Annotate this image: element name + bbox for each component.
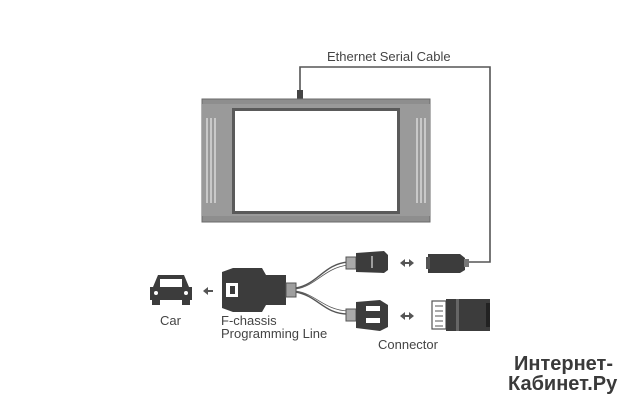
lower-connector-plug: [345, 300, 388, 331]
tablet-cable-port: [297, 90, 303, 100]
upper-connector-plug: [345, 251, 388, 273]
ethernet-cable: [299, 66, 491, 263]
rj45-plug-icon: [426, 254, 469, 273]
double-arrow-icon: [400, 259, 414, 267]
back-arrow-icon: [203, 287, 213, 295]
vehicle-connector-icon: [431, 299, 490, 331]
connector-label: Connector: [378, 337, 439, 352]
chassis-label-line2: Programming Line: [221, 326, 327, 341]
y-split-cable: [295, 261, 349, 315]
double-arrow-icon: [400, 312, 414, 320]
watermark-line2: Кабинет.Ру: [508, 373, 618, 395]
obd-plug-icon: [222, 268, 297, 312]
chassis-label-line1: F-chassis: [221, 313, 277, 328]
car-icon: [150, 275, 192, 305]
tablet-device: [201, 98, 431, 223]
tablet-left-grip: [206, 118, 216, 203]
tablet-right-grip: [416, 118, 426, 203]
cable-label: Ethernet Serial Cable: [327, 49, 451, 64]
watermark-line1: Интернет-: [514, 353, 613, 375]
car-label: Car: [160, 313, 182, 328]
